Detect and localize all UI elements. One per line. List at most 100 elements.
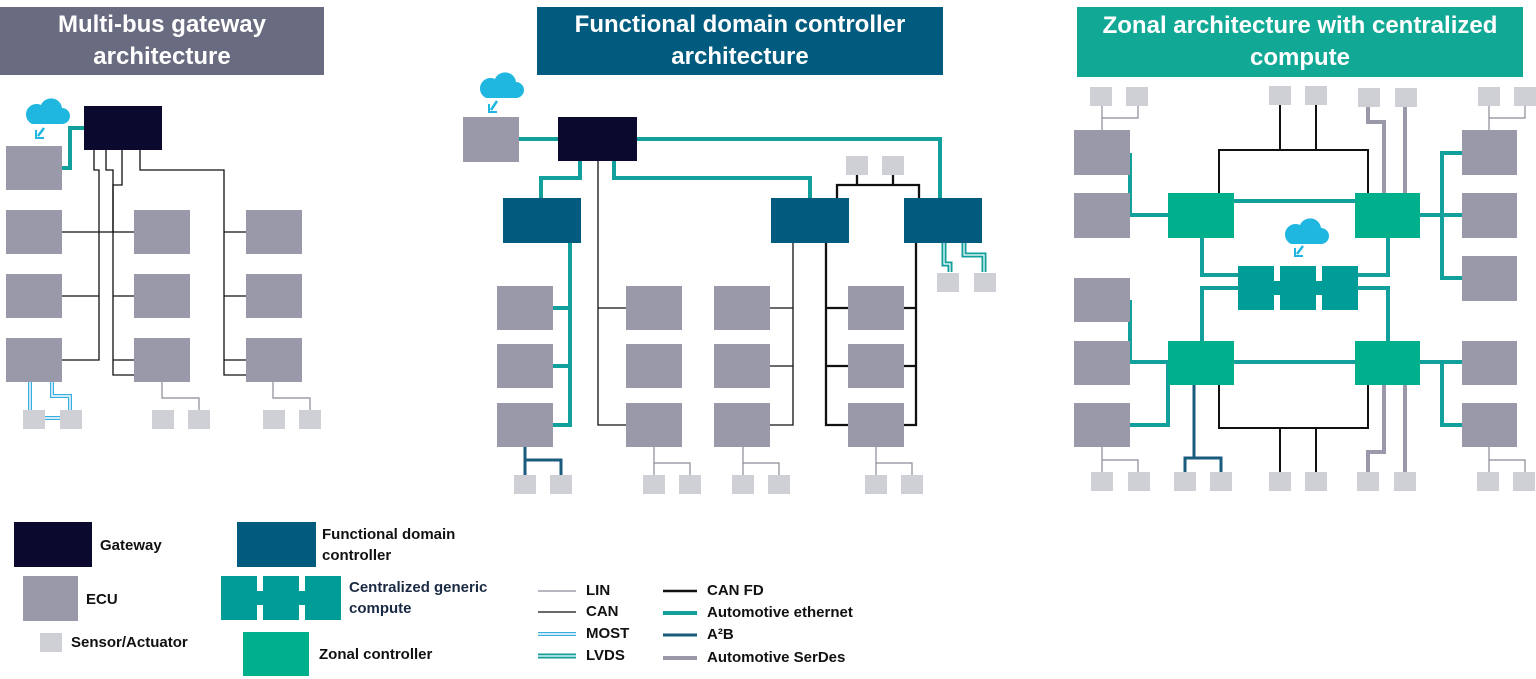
sensor-box [732,475,754,494]
lin-bus-lines [1101,105,1526,472]
sensor-box [188,410,210,429]
ecu-box [848,344,904,388]
legend-fdc-swatch [237,522,316,567]
ecu-box [714,403,770,447]
legend-zonal-swatch [243,632,309,676]
domain-controller-box [503,198,581,243]
lvds-lines [941,243,987,272]
legend-cgc-swatch [221,576,341,620]
ecu-box [246,274,302,318]
legend-eth-label: Automotive ethernet [707,604,853,621]
legend-canfd-label: CAN FD [707,582,764,599]
central-compute-group [1238,266,1358,310]
ecu-box [497,286,553,330]
cloud-icon [25,98,70,139]
zonal-controller-box [1355,193,1420,238]
legend-lvds-label: LVDS [586,647,625,664]
cloud-icon [479,72,524,113]
sensor-box [1478,87,1500,106]
ecu-box [497,344,553,388]
lin-bus-lines [653,447,913,475]
a2b-link [1183,385,1223,472]
ecu-box [1074,403,1130,447]
ecu-group [463,117,904,447]
ethernet-link [62,126,84,170]
sensor-box [514,475,536,494]
sensor-box [263,410,285,429]
ethernet-links [519,137,942,427]
ecu-box [463,117,519,162]
legend-cgc-label-2: compute [349,600,412,617]
sensor-box [974,273,996,292]
sensor-box [882,156,904,175]
sensor-box [1305,86,1327,105]
zonal-controller-box [1355,341,1420,385]
sensor-box [1305,472,1327,491]
legend-sensor-label: Sensor/Actuator [71,634,188,651]
domain-controller-box [904,198,982,243]
sensor-group [1090,86,1536,491]
ecu-group [6,146,302,382]
ecu-box [6,146,62,190]
compute-block [1238,266,1274,310]
sensor-box [60,410,82,429]
panel-zonal [1074,86,1536,491]
ecu-box [1462,341,1517,385]
gateway-box [84,106,162,150]
legend-ecu-label: ECU [86,591,118,608]
canfd-bus-lines [824,175,921,427]
legend-can-label: CAN [586,603,619,620]
legend-sensor-swatch [40,633,62,652]
sensor-box [1269,472,1291,491]
sensor-box [1395,88,1417,107]
ecu-box [1074,193,1130,238]
domain-controller-box [771,198,849,243]
ecu-box [1462,403,1517,447]
header-line: compute [1249,44,1350,71]
sensor-box [643,475,665,494]
panel-multi-bus [6,98,321,429]
sensor-box [1514,87,1536,106]
domain-controller-group [503,198,982,243]
sensor-box [550,475,572,494]
sensor-box [152,410,174,429]
compute-block [1280,266,1316,310]
cloud-icon [1284,218,1329,257]
sensor-box [768,475,790,494]
sensor-box [1357,472,1379,491]
header-line: Functional domain controller [574,11,906,38]
ecu-box [134,338,190,382]
legend-cgc-label-1: Centralized generic [349,579,488,596]
ecu-box [6,274,62,318]
sensor-box [865,475,887,494]
compute-bridge [1274,281,1280,295]
canfd-bus-lines [1218,105,1369,472]
sensor-box [23,410,45,429]
sensor-group [514,156,996,494]
legend-most-label: MOST [586,625,630,642]
ecu-box [1074,130,1130,175]
zonal-controller-box [1168,341,1234,385]
ecu-box [1462,193,1517,238]
ecu-box [1462,130,1517,175]
legend-zonal-label: Zonal controller [319,646,433,663]
legend-fdc-label-2: controller [322,547,392,564]
sensor-box [1174,472,1196,491]
legend-swatches [14,522,697,676]
legend-a2b-label: A²B [707,626,734,643]
header-functional-domain: Functional domain controller architectur… [537,7,943,75]
ecu-box [848,286,904,330]
ecu-box [134,210,190,254]
sensor-box [679,475,701,494]
ecu-box [6,210,62,254]
ecu-box [626,286,682,330]
ecu-box [134,274,190,318]
ecu-box [848,403,904,447]
ecu-box [626,403,682,447]
ecu-box [6,338,62,382]
sensor-box [1394,472,1416,491]
sensor-box [937,273,959,292]
ecu-box [246,210,302,254]
ecu-box [626,344,682,388]
